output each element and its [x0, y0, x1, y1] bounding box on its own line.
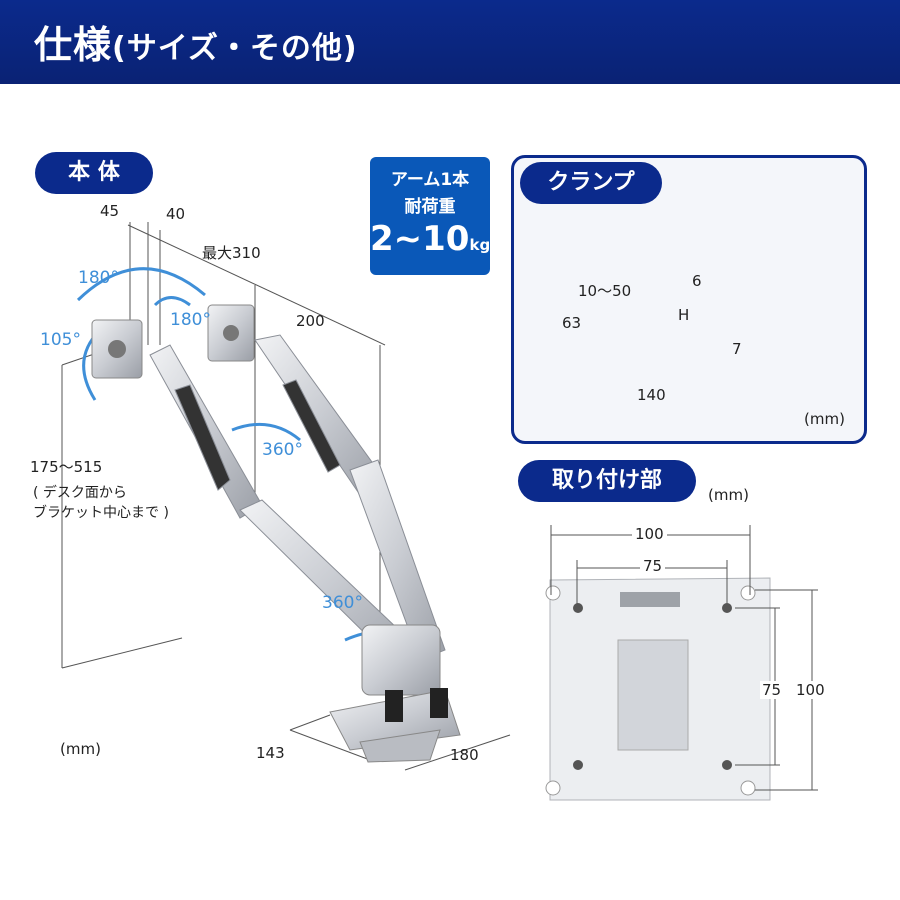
pole-and-clamp — [329, 624, 461, 763]
badge-value: 2~10kg — [370, 219, 490, 259]
dim-max310: 最大310 — [202, 244, 261, 262]
load-capacity-badge: アーム1本 耐荷重 2~10kg — [370, 157, 490, 275]
dim-height-note-1: ( デスク面から — [33, 485, 127, 501]
dim-height-range: 175～515 — [30, 458, 103, 476]
mount-dim-width-100: 100 — [632, 525, 667, 543]
right-vesa-head — [207, 304, 255, 362]
body-unit: (mm) — [60, 740, 101, 758]
clamp-dim-140: 140 — [637, 386, 666, 404]
clamp-dim-6: 6 — [692, 272, 702, 290]
arm-segments — [149, 334, 446, 669]
rotation-360-lower: 360° — [322, 593, 363, 613]
title-subtitle: (サイズ・その他) — [112, 31, 358, 66]
mount-dim-height-100: 100 — [794, 681, 827, 699]
body-section-label: 本 体 — [35, 152, 153, 194]
dim-40: 40 — [166, 205, 186, 223]
badge-unit: kg — [469, 236, 491, 254]
body-dimension-lines — [61, 222, 511, 771]
title-main: 仕様 — [34, 23, 113, 67]
rotation-180-left: 180° — [78, 268, 119, 288]
mount-plate-illustration — [545, 577, 771, 801]
clamp-unit: (mm) — [804, 410, 845, 428]
dim-200: 200 — [296, 312, 325, 330]
mount-dim-height-75: 75 — [760, 681, 784, 699]
clamp-dim-10-50: 10～50 — [578, 282, 632, 300]
mount-unit: (mm) — [708, 486, 749, 504]
page-header: 仕様(サイズ・その他) — [0, 0, 900, 84]
dim-height-note-2: ブラケット中心まで ) — [33, 505, 169, 521]
page-title: 仕様(サイズ・その他) — [34, 14, 358, 69]
clamp-dim-h: H — [678, 306, 690, 324]
mount-section-label: 取り付け部 — [518, 460, 696, 502]
left-vesa-head — [91, 319, 143, 379]
clamp-dim-63: 63 — [562, 314, 582, 332]
rotation-360-upper: 360° — [262, 440, 303, 460]
badge-line2: 耐荷重 — [404, 197, 456, 217]
badge-value-number: 2~10 — [370, 219, 470, 259]
rotation-180-right: 180° — [170, 310, 211, 330]
dim-143: 143 — [256, 744, 285, 762]
dim-45: 45 — [100, 202, 120, 220]
badge-line1: アーム1本 — [390, 170, 470, 190]
clamp-dim-7: 7 — [732, 340, 742, 358]
dim-180: 180 — [450, 746, 479, 764]
mount-dim-width-75: 75 — [640, 557, 666, 575]
clamp-section-label: クランプ — [520, 162, 662, 204]
rotation-105: 105° — [40, 330, 81, 350]
mount-dimension-lines — [550, 525, 818, 791]
